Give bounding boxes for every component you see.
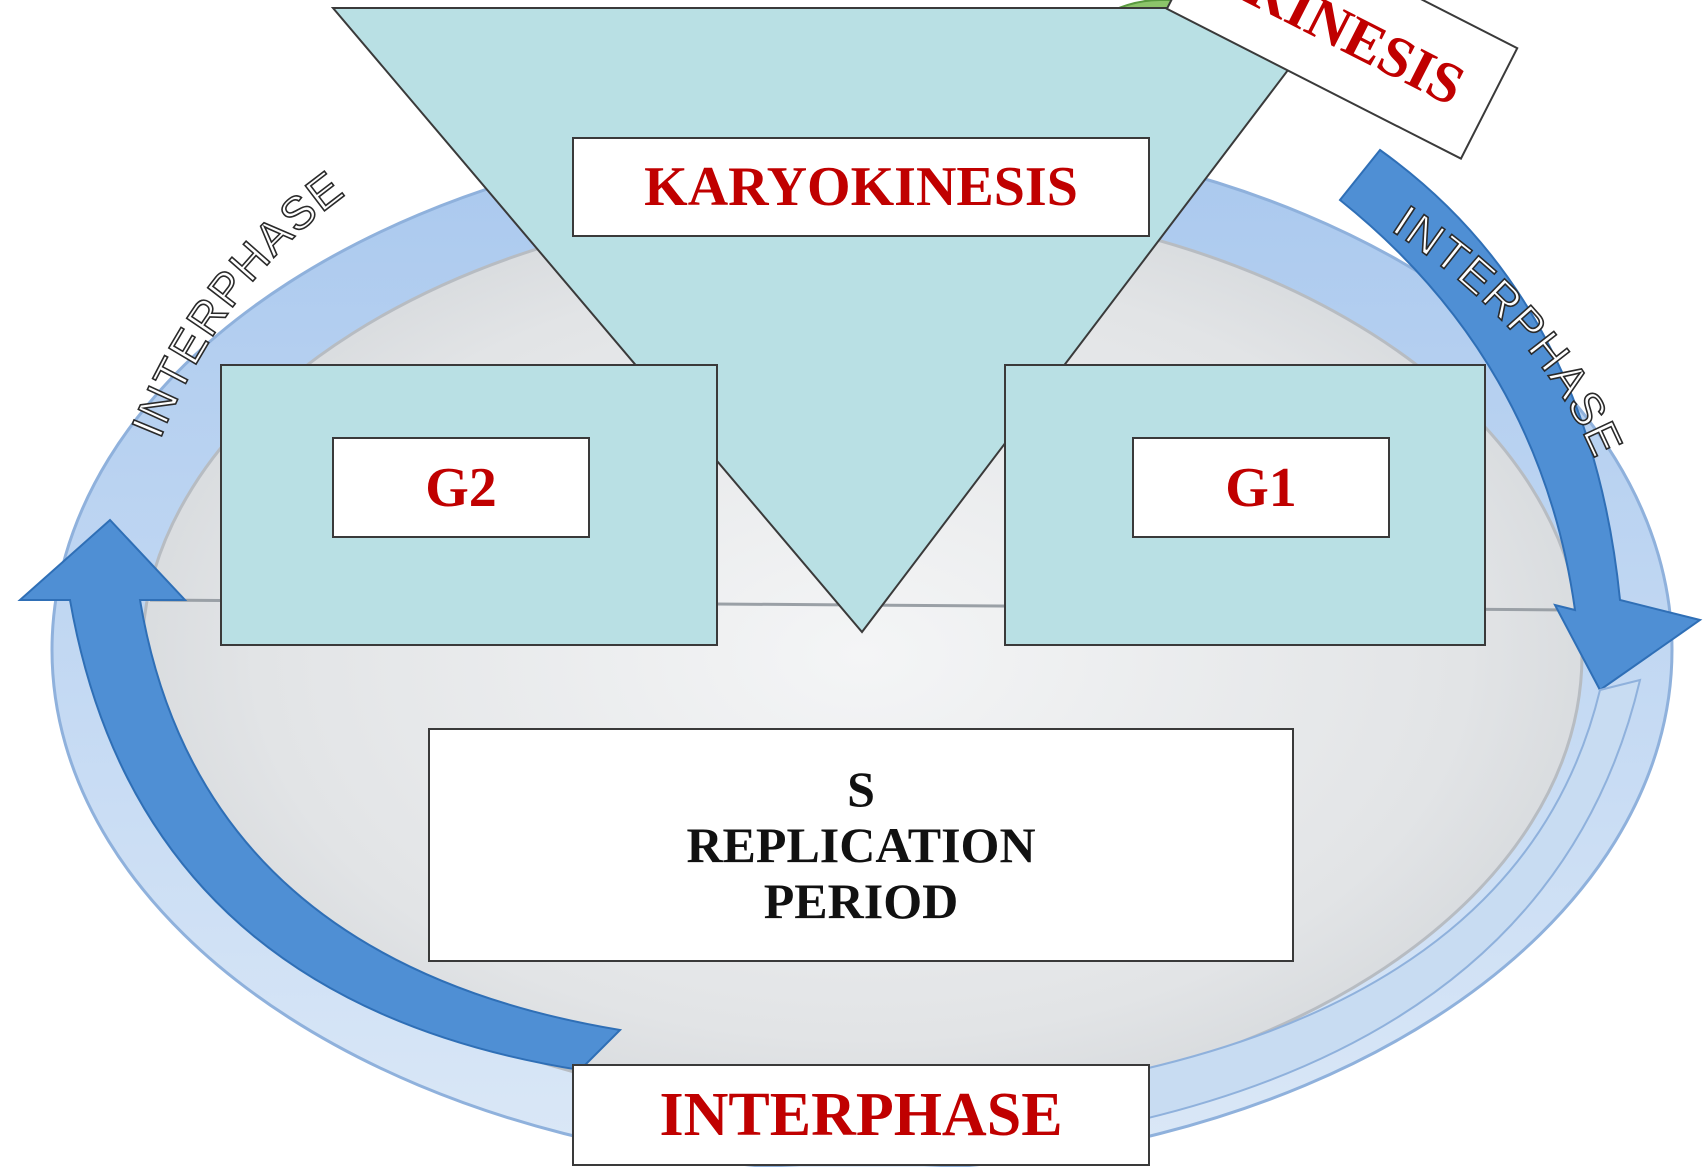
karyokinesis-label: KARYOKINESIS xyxy=(572,137,1150,237)
left-arc-arrow xyxy=(17,518,623,1072)
s-phase-box: S REPLICATION PERIOD xyxy=(428,728,1294,962)
interphase-label: INTERPHASE xyxy=(572,1064,1150,1166)
kinesis-label-box xyxy=(1165,0,1519,160)
s-phase-line2: REPLICATION xyxy=(686,817,1036,873)
s-phase-line1: S xyxy=(847,761,875,817)
bottom-right-arc xyxy=(1139,678,1642,1122)
g2-label: G2 xyxy=(332,437,590,538)
s-phase-line3: PERIOD xyxy=(763,873,959,929)
g1-label: G1 xyxy=(1132,437,1390,538)
